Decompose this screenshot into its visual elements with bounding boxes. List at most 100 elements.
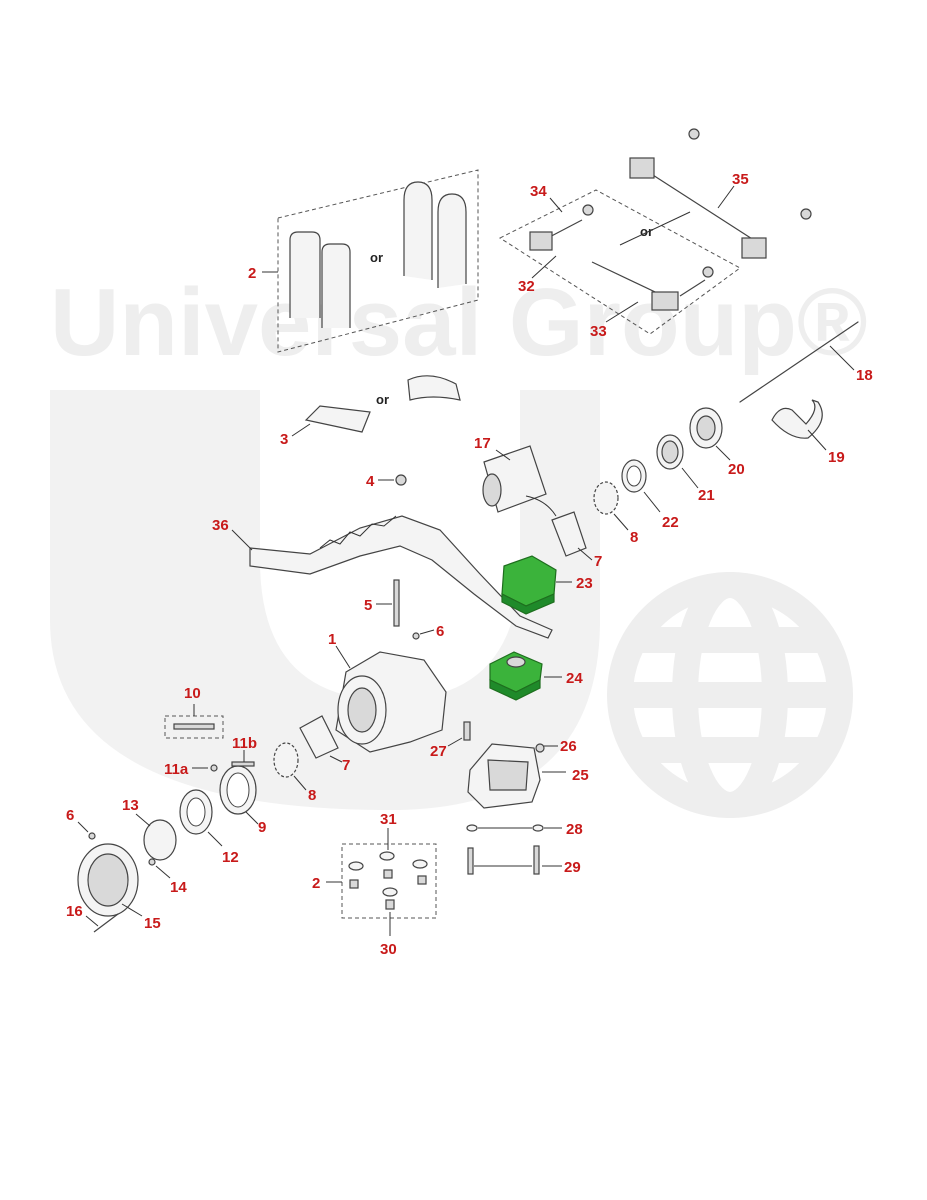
saddle-group: 25 26 27 28 29 [430, 721, 589, 876]
nut-4 [395, 474, 407, 486]
rod-end-33 [651, 291, 679, 311]
callout-9: 9 [258, 819, 266, 836]
callout-7-top: 7 [594, 553, 602, 570]
leaf-spring-group: 36 [212, 515, 553, 639]
leader-36 [231, 529, 253, 551]
callout-33: 33 [590, 323, 607, 340]
rod-eye-32 [529, 231, 553, 251]
washer-31c [348, 861, 364, 871]
callout-17: 17 [474, 435, 491, 452]
pad-3-flat [304, 405, 371, 433]
nut-30b [417, 875, 427, 885]
leaf-spring-steps [319, 515, 397, 549]
center-bolt-group: 5 6 [364, 579, 444, 640]
leader-34 [549, 197, 563, 213]
lower-bushing-group: 7 8 [273, 715, 350, 804]
pad-3-curved [407, 375, 461, 401]
callout-31: 31 [380, 811, 397, 828]
callout-11a: 11a [164, 761, 189, 778]
watermark: Universal Group® [50, 269, 868, 818]
nut-34 [582, 204, 594, 216]
ring-8-top [593, 481, 619, 515]
nut-30a [349, 879, 359, 889]
leader-19 [807, 429, 827, 451]
callout-23: 23 [576, 575, 593, 592]
washer-28a [466, 824, 478, 832]
leader-35 [717, 185, 735, 209]
callout-6-center: 6 [436, 623, 444, 640]
leader-6a [419, 629, 435, 635]
callout-13: 13 [122, 797, 139, 814]
rubber-block-23-base [501, 593, 555, 615]
plate-13 [143, 819, 177, 861]
leader-18 [829, 345, 855, 371]
callout-5: 5 [364, 597, 372, 614]
nut-31a [383, 869, 393, 879]
u-bolt-group: or 2 [248, 169, 479, 353]
leader-14 [155, 865, 171, 879]
nut-26 [535, 743, 545, 753]
leader-15 [121, 903, 143, 917]
callout-35: 35 [732, 171, 749, 188]
callout-30: 30 [380, 941, 397, 958]
washer-31 [379, 851, 395, 861]
clamp-group: 10 9 11b 11a [164, 685, 266, 836]
leader-7a [577, 547, 593, 561]
leader-8b [293, 775, 307, 791]
callout-21: 21 [698, 487, 715, 504]
washer-28b [532, 824, 544, 832]
or-label-ubolt: or [370, 250, 383, 265]
shaft-18 [739, 321, 859, 403]
nut-washer-group: 31 30 2 [312, 811, 437, 958]
or-label-pad: or [376, 392, 389, 407]
ring-8-lower [273, 742, 299, 778]
sleeve-17-end [482, 473, 502, 507]
washer-30 [382, 887, 398, 897]
rod-pin-33 [679, 279, 706, 297]
callout-24: 24 [566, 670, 583, 687]
callout-34: 34 [530, 183, 547, 200]
screw-6-endcap [88, 832, 96, 840]
leaf-spring-36 [249, 515, 553, 639]
washer-12-inner [186, 797, 206, 827]
bushing-7-lower [299, 715, 339, 759]
u-bolt-square-1 [289, 231, 321, 318]
rubber-block-24-base [489, 679, 541, 701]
hub-housing-group: 1 [328, 631, 447, 753]
u-bolt-round-1 [403, 181, 433, 280]
leader-16 [85, 915, 99, 927]
bolt-16 [93, 913, 119, 933]
leader-3 [291, 423, 311, 437]
leader-21 [681, 467, 699, 489]
sleeve-17-link [525, 495, 557, 517]
callout-10: 10 [184, 685, 201, 702]
washer-22-inner [626, 465, 642, 487]
ring-21-inner [661, 440, 679, 464]
nut-35a [688, 128, 700, 140]
callout-20: 20 [728, 461, 745, 478]
callout-1: 1 [328, 631, 336, 648]
leader-20 [715, 445, 731, 461]
callout-15: 15 [144, 915, 161, 932]
rubber-block-24-plate [506, 656, 526, 668]
rod-35-end-a [629, 157, 655, 179]
leader-9 [245, 811, 259, 825]
leader-22 [643, 491, 661, 513]
leader-17 [495, 449, 511, 461]
callout-4: 4 [366, 473, 375, 490]
callout-14: 14 [170, 879, 187, 896]
watermark-text: Universal Group® [50, 269, 868, 376]
rubber-block-group: 23 24 [489, 555, 593, 701]
callout-25: 25 [572, 767, 589, 784]
screw-14 [148, 858, 156, 866]
rod-35 [641, 167, 761, 245]
bushing-ring-group: 20 21 22 8 7 17 [474, 407, 745, 570]
shaft-group: 18 19 [739, 321, 873, 466]
bolt-10 [173, 723, 215, 730]
or-leader [619, 211, 691, 246]
leader-1 [335, 645, 351, 669]
watermark-globe [607, 572, 853, 818]
cover-15-inner [87, 853, 129, 907]
watermark-u-shape [50, 390, 600, 810]
leader-8a [613, 513, 629, 531]
